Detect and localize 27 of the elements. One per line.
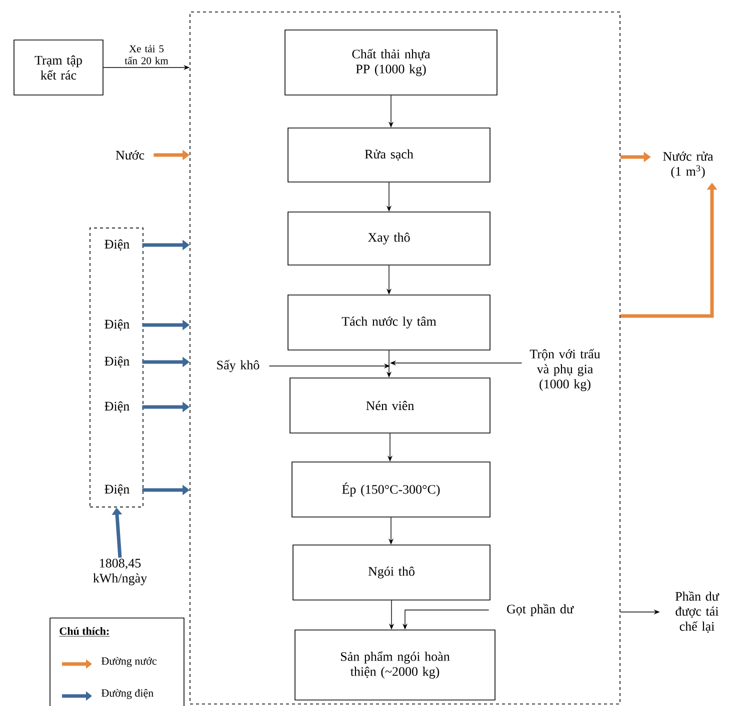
legend-heading: Chú thích: xyxy=(59,627,110,636)
input-label: Sấy khô xyxy=(217,360,260,372)
input-label: Điện xyxy=(104,356,130,368)
input-label: Điện xyxy=(104,401,130,413)
system-boundary xyxy=(190,12,620,704)
process-box: Rửa sạch xyxy=(288,128,490,182)
energy-label: 1808,45 kWh/ngày xyxy=(93,558,148,586)
output-label: Nước rửa (1 m$^{3}$) xyxy=(663,152,714,178)
electricity-group xyxy=(89,227,144,508)
process-box: Ép (150°C-300°C) xyxy=(292,462,490,518)
input-label: Điện xyxy=(104,319,130,331)
source-box: Trạm tập kết rác xyxy=(14,40,104,96)
input-label: Nước xyxy=(116,150,144,160)
process-box: Ngói thô xyxy=(292,544,490,600)
process-box: Sản phẩm ngói hoàn thiện (~2000 kg) xyxy=(294,630,496,700)
process-box: Xay thô xyxy=(288,212,490,266)
edge-label: Xe tải 5 tấn 20 km xyxy=(124,45,168,64)
input-label: Trộn với trấu và phụ gia (1000 kg) xyxy=(530,348,600,392)
legend-text: Đường nước xyxy=(102,657,156,667)
process-box: Tách nước ly tâm xyxy=(288,294,490,350)
legend-text: Đường điện xyxy=(102,688,154,699)
input-label: Gọt phần dư xyxy=(507,604,574,616)
process-box: Nén viên xyxy=(290,378,490,434)
process-box: Chất thải nhựa PP (1000 kg) xyxy=(284,30,498,96)
input-label: Điện xyxy=(104,484,130,496)
output-label: Phần dư được tái chế lại xyxy=(675,591,720,633)
input-label: Điện xyxy=(104,239,130,251)
